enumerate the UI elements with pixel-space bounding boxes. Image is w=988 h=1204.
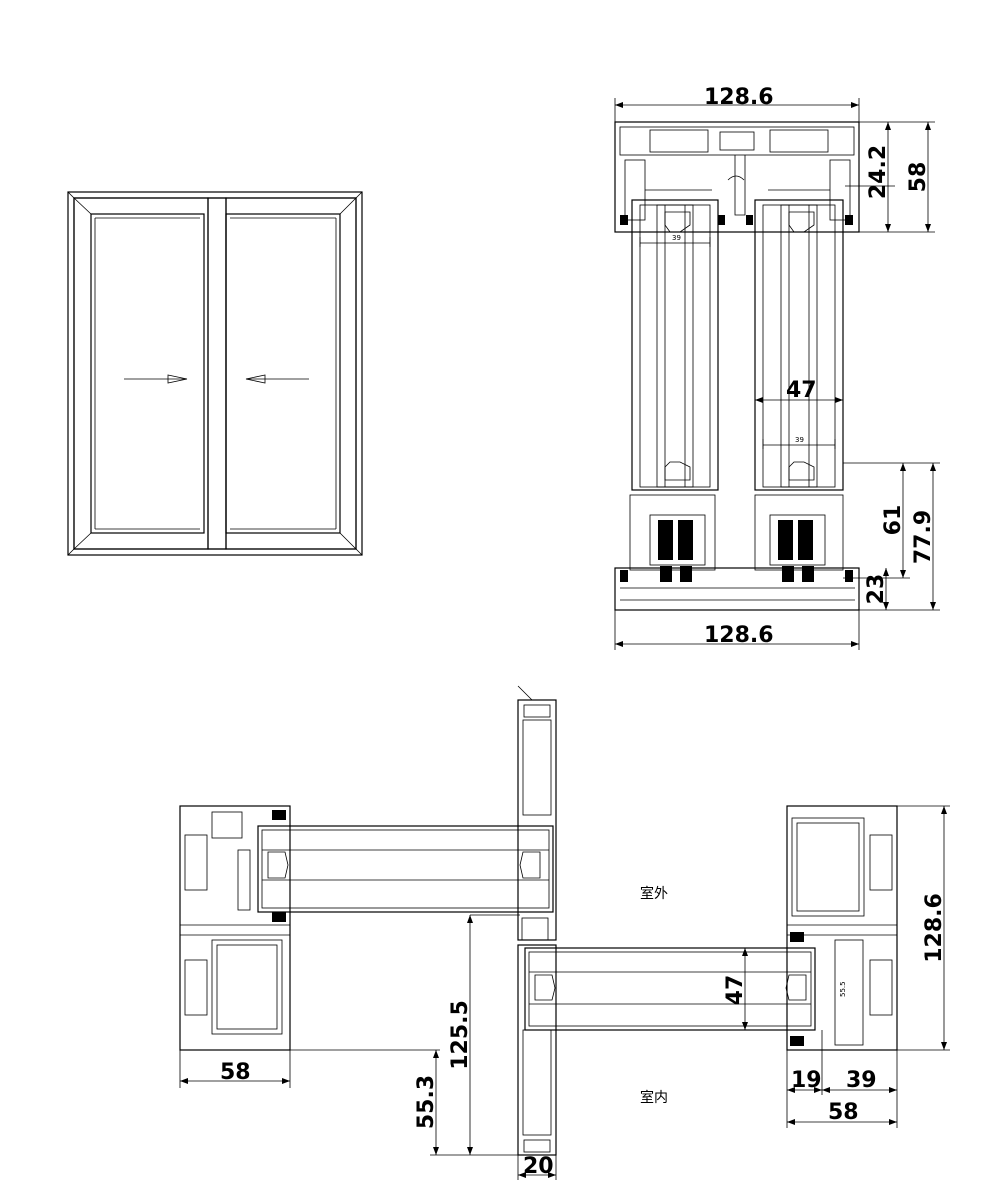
dim-bottom-width: 128.6 bbox=[704, 623, 774, 648]
dim-128-6-right: 128.6 bbox=[922, 893, 947, 963]
dim-58-left: 58 bbox=[220, 1060, 251, 1085]
dim-47-horizontal: 47 bbox=[723, 975, 748, 1006]
inside-label: 室内 bbox=[640, 1089, 668, 1106]
vertical-section: 39 39 128.6 bbox=[614, 85, 940, 650]
dim-55-3: 55.3 bbox=[414, 1075, 439, 1129]
dim-61: 61 bbox=[881, 505, 906, 536]
dim-58-right: 58 bbox=[828, 1100, 859, 1125]
horizontal-section: 55.5 室外 室内 58 55.3 125.5 20 47 128.6 bbox=[179, 685, 950, 1180]
window-elevation bbox=[67, 191, 363, 556]
dim-glass-right: 39 bbox=[795, 436, 804, 444]
dim-20: 20 bbox=[523, 1154, 554, 1179]
dim-77-9: 77.9 bbox=[911, 510, 936, 564]
dim-top-width: 128.6 bbox=[704, 85, 774, 110]
dim-39: 39 bbox=[846, 1068, 877, 1093]
dim-glass-left: 39 bbox=[672, 234, 681, 242]
dim-55-5: 55.5 bbox=[839, 981, 847, 997]
dim-125-5: 125.5 bbox=[448, 1000, 473, 1070]
dim-19: 19 bbox=[791, 1068, 822, 1093]
dim-58-top: 58 bbox=[906, 162, 931, 193]
dim-sash-47: 47 bbox=[786, 378, 817, 403]
dim-23: 23 bbox=[864, 574, 889, 605]
outside-label: 室外 bbox=[640, 885, 668, 902]
dim-24-2: 24.2 bbox=[866, 145, 891, 199]
